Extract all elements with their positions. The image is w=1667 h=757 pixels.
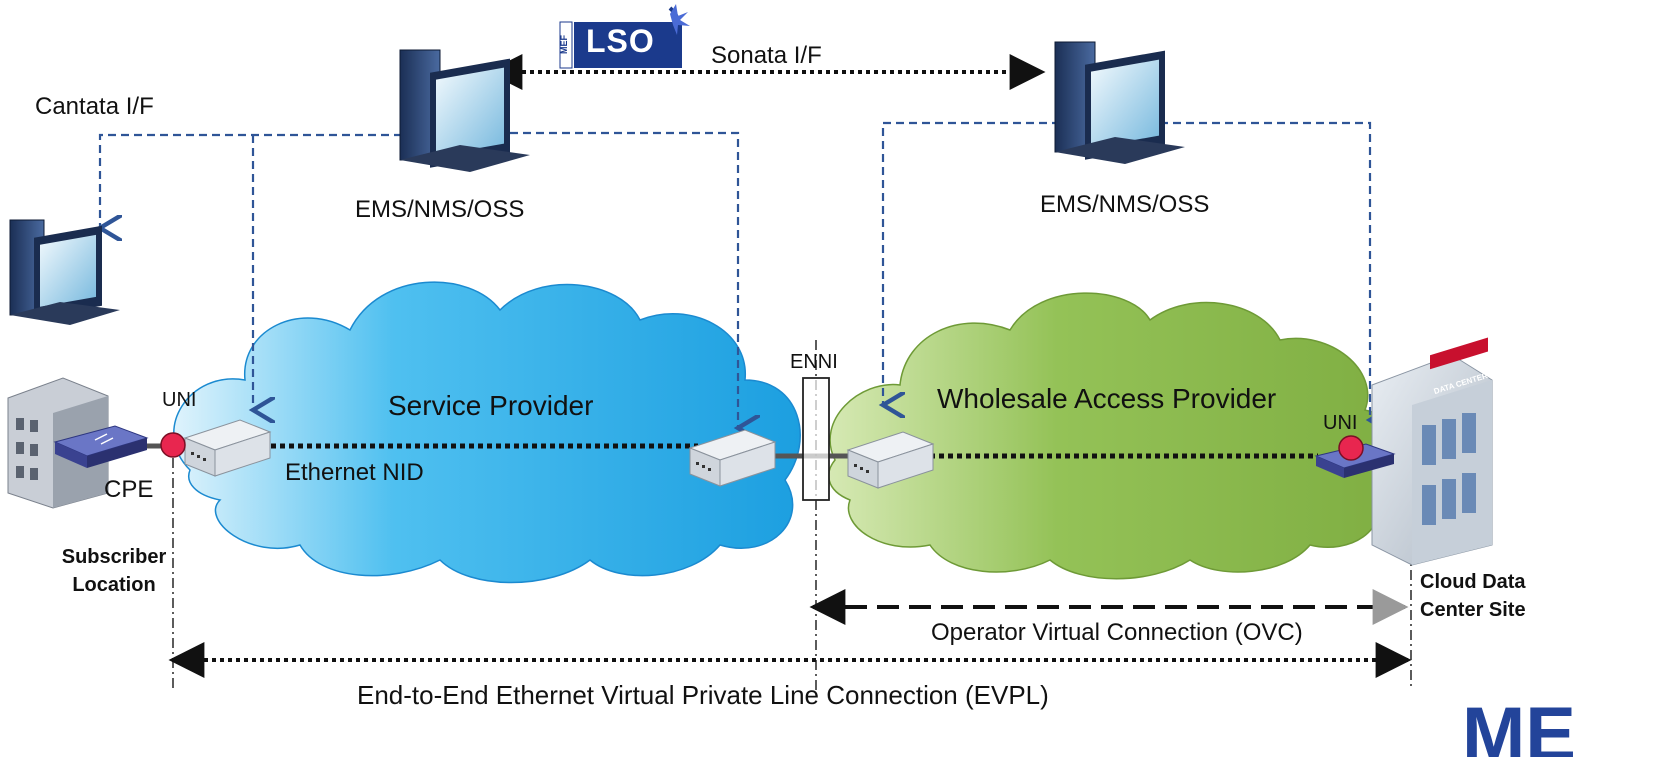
uni-right-label: UNI [1323, 412, 1358, 434]
data-center-icon [1371, 337, 1493, 566]
subscriber-location-line2: Location [72, 574, 156, 596]
wholesale-provider-label: Wholesale Access Provider [937, 383, 1277, 414]
cantata-interface-label: Cantata I/F [35, 93, 154, 120]
nid-device-icon [183, 419, 272, 477]
enni-boundary-box [802, 377, 830, 501]
mef-corner-logo: ME [1462, 692, 1576, 757]
nid-device-icon [846, 431, 935, 489]
ems-left-label: EMS/NMS/OSS [355, 196, 525, 223]
nid-device-icon [688, 429, 777, 487]
lso-logo-text: LSO [586, 23, 655, 59]
cpe-switch-icon [53, 425, 149, 468]
mef-logo-small-text: MEF [559, 35, 569, 54]
enni-label: ENNI [790, 351, 838, 373]
computer-icon [1054, 41, 1185, 164]
ovc-label: Operator Virtual Connection (OVC) [931, 619, 1303, 646]
subscriber-location-line1: Subscriber [61, 546, 167, 568]
sonata-interface-label: Sonata I/F [711, 42, 822, 69]
uni-left-dot [160, 432, 186, 458]
cpe-label: CPE [104, 476, 154, 503]
uni-left-label: UNI [162, 389, 197, 411]
cloud-dc-line1: Cloud Data [1420, 571, 1526, 593]
lso-logo-icon [559, 4, 690, 69]
subscriber-location-label: Subscriber Location [40, 543, 188, 599]
service-provider-cloud [173, 281, 801, 584]
service-provider-label: Service Provider [388, 390, 594, 421]
uni-right-dot [1338, 435, 1364, 461]
ethernet-nid-label: Ethernet NID [285, 459, 424, 486]
computer-icon [399, 49, 530, 172]
management-lines [100, 121, 1370, 428]
ems-right-label: EMS/NMS/OSS [1040, 191, 1210, 218]
evpl-label: End-to-End Ethernet Virtual Private Line… [357, 680, 1049, 710]
cloud-data-center-label: Cloud Data Center Site [1420, 568, 1560, 624]
wholesale-provider-cloud [828, 292, 1401, 580]
computer-icon [9, 219, 120, 325]
cloud-dc-line2: Center Site [1420, 599, 1526, 621]
